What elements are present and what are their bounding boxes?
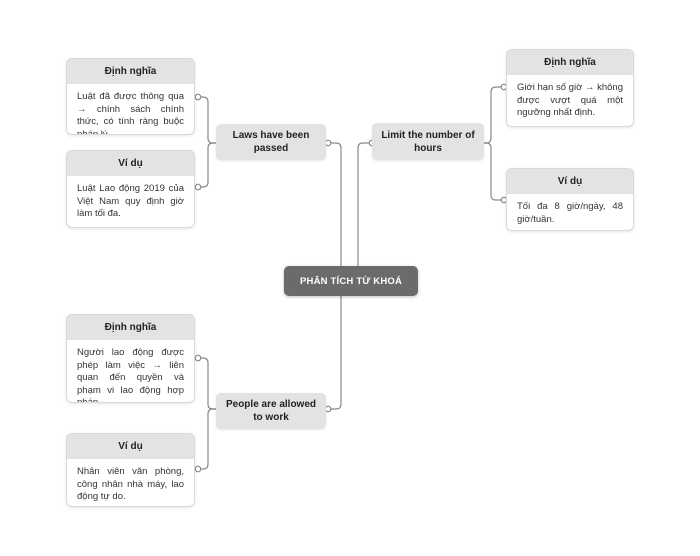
card-text: Nhân viên văn phòng, công nhân nhà máy, … — [77, 466, 184, 502]
connector-laws-definition — [198, 96, 216, 144]
example-card-laws[interactable]: Ví dụ Luật Lao động 2019 của Việt Nam qu… — [66, 150, 195, 228]
branch-node-laws[interactable]: Laws have been passed — [216, 124, 326, 160]
card-title: Ví dụ — [67, 151, 194, 176]
definition-card-laws[interactable]: Định nghĩa Luật đã được thông qua → chín… — [66, 58, 195, 135]
example-card-people[interactable]: Ví dụ Nhân viên văn phòng, công nhân nhà… — [66, 433, 195, 507]
example-card-limit[interactable]: Ví dụ Tối đa 8 giờ/ngày, 48 giờ/tuần. — [506, 168, 634, 231]
root-node[interactable]: PHÂN TÍCH TỪ KHOÁ — [284, 266, 418, 296]
branch-label: Limit the number of hours — [381, 129, 475, 154]
card-title: Định nghĩa — [507, 50, 633, 75]
connector-people-definition — [198, 357, 216, 410]
branch-label: Laws have been passed — [232, 130, 310, 154]
root-label: PHÂN TÍCH TỪ KHOÁ — [299, 275, 403, 287]
connector-dot — [194, 183, 202, 191]
connector-laws-example — [198, 142, 216, 188]
connector-root-limit — [357, 142, 372, 268]
connector-limit-example — [484, 142, 504, 201]
card-title: Định nghĩa — [67, 59, 194, 84]
connector-people-example — [198, 408, 216, 470]
definition-card-people[interactable]: Định nghĩa Người lao động được phép làm … — [66, 314, 195, 403]
card-title: Ví dụ — [507, 169, 633, 194]
connector-dot — [194, 93, 202, 101]
definition-card-limit[interactable]: Định nghĩa Giới hạn số giờ → không được … — [506, 49, 634, 127]
connector-limit-definition — [484, 86, 504, 144]
connector-root-laws — [328, 142, 342, 268]
connector-dot — [324, 405, 332, 413]
connector-root-people — [328, 296, 342, 410]
card-text: Luật đã được thông qua → chính sách chín… — [77, 91, 184, 135]
card-text: Giới hạn số giờ → không được vượt quá mộ… — [517, 82, 623, 118]
branch-label: People are allowed to work — [225, 399, 317, 423]
card-text: Tối đa 8 giờ/ngày, 48 giờ/tuần. — [517, 201, 623, 225]
card-text: Người lao động được phép làm việc → liên… — [77, 347, 184, 403]
connector-dot — [194, 465, 202, 473]
connector-dot — [194, 354, 202, 362]
card-title: Ví dụ — [67, 434, 194, 459]
card-text: Luật Lao động 2019 của Việt Nam quy định… — [77, 183, 184, 219]
branch-node-limit[interactable]: Limit the number of hours — [372, 123, 484, 160]
connector-dot — [324, 139, 332, 147]
card-title: Định nghĩa — [67, 315, 194, 340]
branch-node-people[interactable]: People are allowed to work — [216, 393, 326, 429]
